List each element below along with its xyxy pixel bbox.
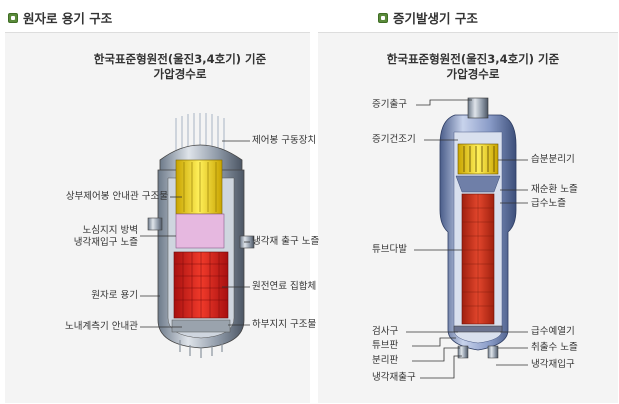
- sg-transition-cone: [455, 175, 501, 193]
- reactor-heading-line1: 한국표준형원전(울진3,4호기) 기준: [93, 52, 267, 66]
- label-steam-dryer: 증기건조기: [372, 134, 416, 145]
- label-core-barrel-line2: 냉각재입구 노즐: [73, 237, 138, 248]
- moisture-separator: [457, 143, 499, 175]
- lower-support-structure: [171, 319, 231, 333]
- separator-lines: [463, 146, 495, 172]
- bullet-icon: [378, 12, 388, 23]
- sg-heading: 한국표준형원전(울진3,4호기) 기준 가압경수로: [353, 52, 593, 82]
- upper-guide-structure: [175, 159, 223, 215]
- label-outlet-nozzle: 냉각재 출구 노즐: [252, 236, 320, 247]
- label-feedwater-nozzle: 급수노즐: [531, 198, 566, 209]
- label-fuel-assembly: 원전연료 집합체: [252, 281, 317, 292]
- label-control-rod-drive: 제어봉 구동장치: [252, 135, 317, 146]
- section-title-steam-generator: 증기발생기 구조: [378, 8, 478, 27]
- label-coolant-outlet: 냉각재출구: [372, 372, 416, 383]
- steam-outlet-pipe: [467, 97, 489, 119]
- coolant-outlet-nozzle: [457, 345, 469, 359]
- label-moisture-separator: 습분분리기: [531, 154, 575, 165]
- label-instrument-guide: 노내계측기 안내관: [65, 321, 138, 332]
- label-steam-outlet: 증기출구: [372, 99, 407, 110]
- label-recirc-nozzle: 재순환 노즐: [531, 184, 578, 195]
- label-upper-guide: 상부제어봉 안내관 구조물: [65, 191, 168, 202]
- section-title-reactor: 원자로 용기 구조: [8, 8, 112, 27]
- label-coolant-inlet: 냉각재입구: [531, 359, 575, 370]
- control-rod-drive-rods: [175, 113, 225, 150]
- reactor-heading-line2: 가압경수로: [153, 67, 207, 81]
- label-tube-bundle: 튜브다발: [372, 244, 407, 255]
- sg-heading-line1: 한국표준형원전(울진3,4호기) 기준: [386, 52, 560, 66]
- instrument-guide-tubes: [179, 340, 223, 358]
- sg-heading-line2: 가압경수로: [446, 67, 500, 81]
- core-support-barrel: [175, 213, 225, 249]
- label-core-barrel: 노심지지 방벽 냉각재입구 노즐: [30, 225, 138, 249]
- label-lower-support: 하부지지 구조물: [252, 319, 317, 330]
- label-economizer: 급수예열기: [531, 326, 575, 337]
- reactor-panel: [5, 32, 310, 403]
- reactor-title-text: 원자로 용기 구조: [23, 11, 113, 26]
- tube-bundle-lines: [462, 194, 494, 324]
- sg-title-text: 증기발생기 구조: [393, 11, 478, 26]
- coolant-inlet-nozzle: [487, 345, 499, 359]
- reactor-heading: 한국표준형원전(울진3,4호기) 기준 가압경수로: [60, 52, 300, 82]
- label-divider-plate: 분리판: [372, 355, 399, 366]
- bullet-icon: [8, 12, 18, 23]
- inlet-nozzle: [147, 217, 163, 231]
- label-blowdown-nozzle: 취출수 노즐: [531, 342, 578, 353]
- fuel-grid-lines: [174, 252, 228, 318]
- label-core-barrel-line1: 노심지지 방벽: [82, 225, 138, 236]
- label-tube-sheet: 튜브판: [372, 340, 399, 351]
- label-inspection-hole: 검사구: [372, 326, 399, 337]
- label-vessel: 원자로 용기: [91, 290, 138, 301]
- upper-guide-lines: [183, 162, 217, 212]
- tube-sheet: [453, 325, 503, 333]
